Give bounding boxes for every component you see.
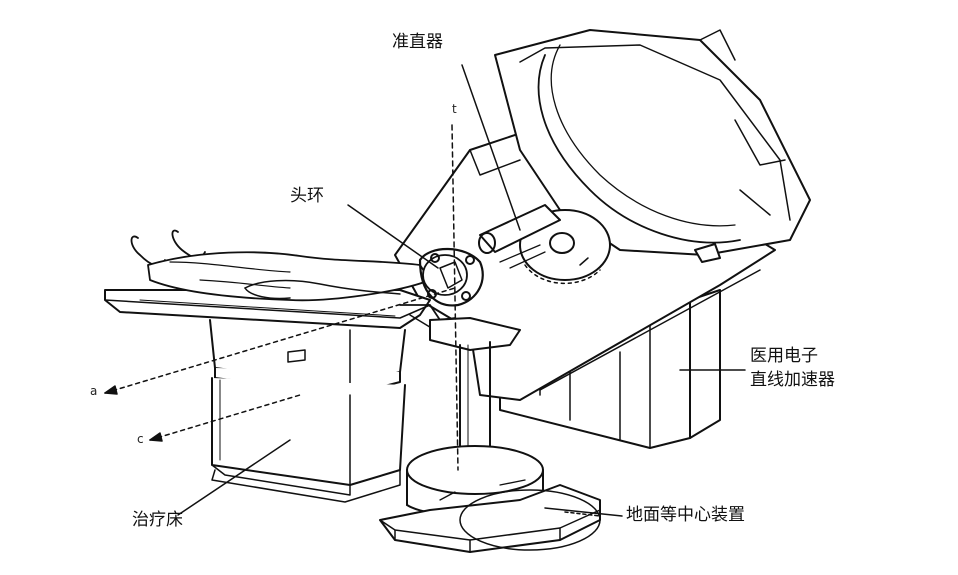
- axis-label-t: t: [452, 102, 457, 116]
- treatment-couch: [104, 289, 431, 503]
- label-treatment-couch: 治疗床: [132, 510, 183, 530]
- label-floor-isocenter: 地面等中心装置: [626, 505, 745, 525]
- axis-lines: [104, 124, 459, 471]
- leader-lines: [177, 64, 746, 517]
- label-linac-line1: 医用电子: [750, 346, 818, 366]
- label-head-ring: 头环: [290, 186, 324, 206]
- label-linac-line2: 直线加速器: [750, 370, 835, 390]
- axis-label-a: a: [90, 384, 98, 398]
- axis-label-c: c: [137, 432, 144, 446]
- label-collimator: 准直器: [392, 32, 443, 52]
- patient-figure: [130, 229, 468, 302]
- linac-gantry: [394, 29, 811, 449]
- floor-isocenter-device: [379, 317, 601, 553]
